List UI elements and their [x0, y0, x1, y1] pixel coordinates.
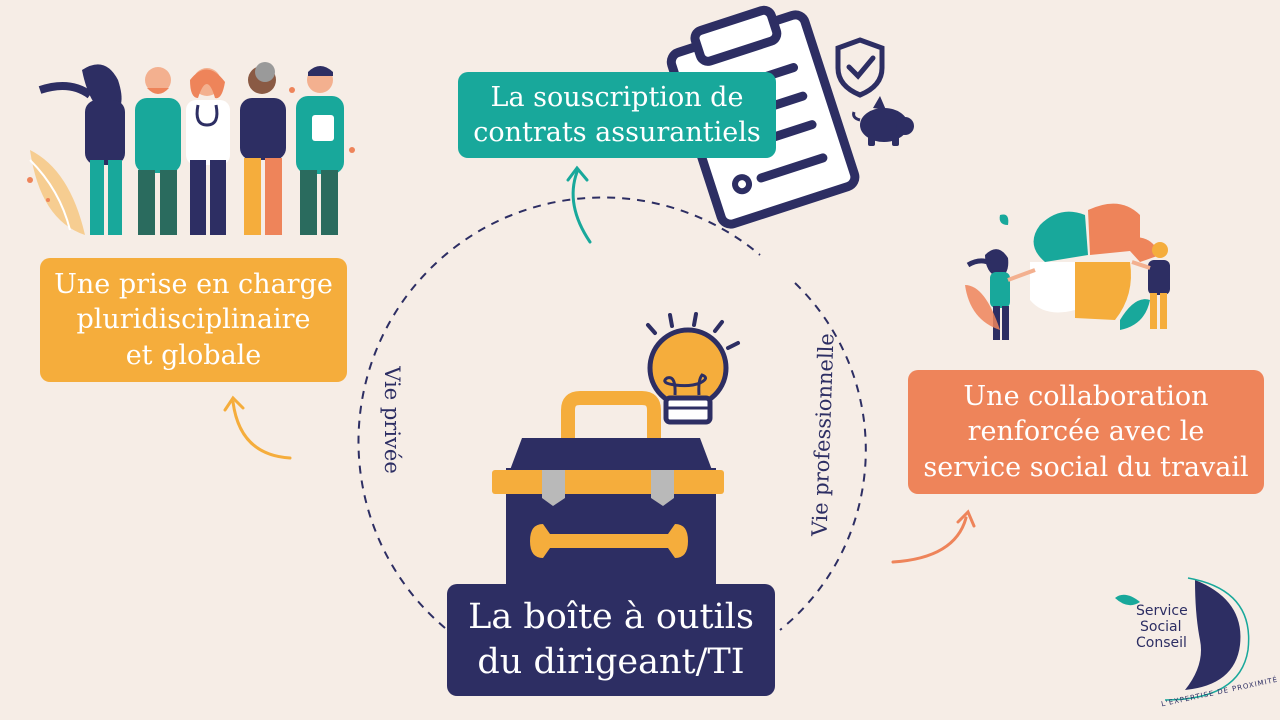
healthcare-team-illustration	[27, 62, 355, 235]
arrow-to-collaboration	[891, 509, 976, 564]
puzzle-collaboration-illustration	[965, 203, 1170, 340]
logo-line-social: Social	[1140, 619, 1182, 636]
label-social-service-collaboration: Une collaboration renforcée avec le serv…	[908, 370, 1264, 494]
logo-line-conseil: Conseil	[1136, 635, 1187, 652]
service-social-conseil-logo	[1115, 577, 1250, 701]
lightbulb-icon	[646, 312, 740, 425]
arc-label-private-life: Vie privée	[380, 365, 404, 474]
label-insurance-contracts-text: La souscription de contrats assurantiels	[473, 81, 761, 148]
piggy-bank-icon	[852, 96, 914, 146]
label-insurance-contracts: La souscription de contrats assurantiels	[458, 72, 776, 158]
label-multidisciplinary-care-text: Une prise en charge pluridisciplinaire e…	[54, 269, 333, 371]
logo-name: Service Social Conseil	[1136, 603, 1188, 651]
toolbox-illustration	[492, 391, 724, 594]
dashed-circle	[357, 196, 867, 631]
label-social-service-collaboration-text: Une collaboration renforcée avec le serv…	[923, 381, 1249, 483]
label-toolbox-title: La boîte à outils du dirigeant/TI	[447, 584, 775, 696]
logo-line-service: Service	[1136, 603, 1188, 619]
arrow-to-insurance	[566, 165, 592, 244]
arc-label-professional-life: Vie professionnelle	[807, 333, 838, 538]
shield-check-icon	[835, 37, 885, 98]
label-multidisciplinary-care: Une prise en charge pluridisciplinaire e…	[40, 258, 347, 382]
arrow-to-care	[223, 395, 292, 460]
label-toolbox-title-text: La boîte à outils du dirigeant/TI	[468, 596, 754, 683]
